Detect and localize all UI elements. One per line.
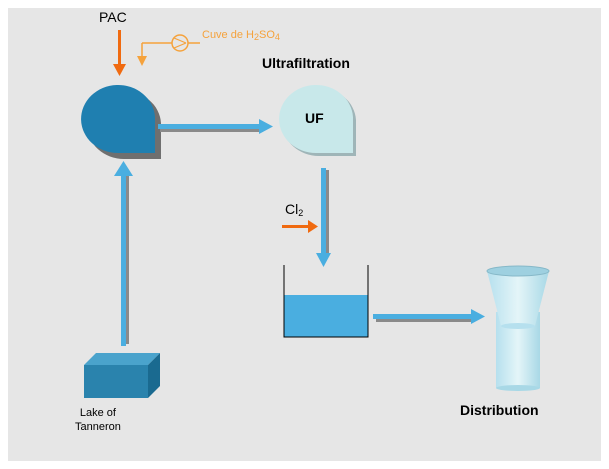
pipe-storage-to-distribution	[373, 309, 485, 324]
pipe-tank-to-uf	[158, 119, 273, 134]
lake-label-line2: Tanneron	[75, 421, 121, 433]
storage-tank	[283, 265, 369, 338]
pipe-lake-to-tank	[114, 161, 133, 346]
water-tower-icon	[486, 265, 550, 391]
coagulation-tank	[81, 85, 161, 159]
chlorine-label-text: Cl	[285, 201, 299, 217]
acid-tank-label-prefix: Cuve de H	[202, 29, 254, 41]
chlorine-label-sub: 2	[298, 208, 304, 218]
chlorine-dosing-arrow	[282, 220, 318, 233]
lake-block	[84, 353, 160, 398]
pipe-uf-to-storage	[316, 168, 331, 267]
pac-dosing-arrow	[113, 30, 126, 76]
uf-unit	[279, 85, 356, 156]
distribution-label: Distribution	[460, 402, 539, 418]
chlorine-label: Cl2	[285, 201, 303, 218]
pac-label: PAC	[99, 9, 127, 25]
acid-tank-label: Cuve de H2SO4	[202, 29, 280, 42]
pump-icon	[171, 34, 189, 52]
ultrafiltration-title: Ultrafiltration	[262, 55, 350, 71]
acid-dosing-line	[137, 42, 200, 66]
lake-label-line1: Lake of	[79, 407, 116, 419]
acid-tank-label-mid: SO	[259, 29, 275, 41]
acid-tank-label-sub1: 2	[253, 32, 259, 42]
uf-label: UF	[305, 110, 324, 126]
lake-label: Lake of Tanneron	[75, 406, 121, 434]
acid-tank-label-sub2: 4	[274, 32, 280, 42]
